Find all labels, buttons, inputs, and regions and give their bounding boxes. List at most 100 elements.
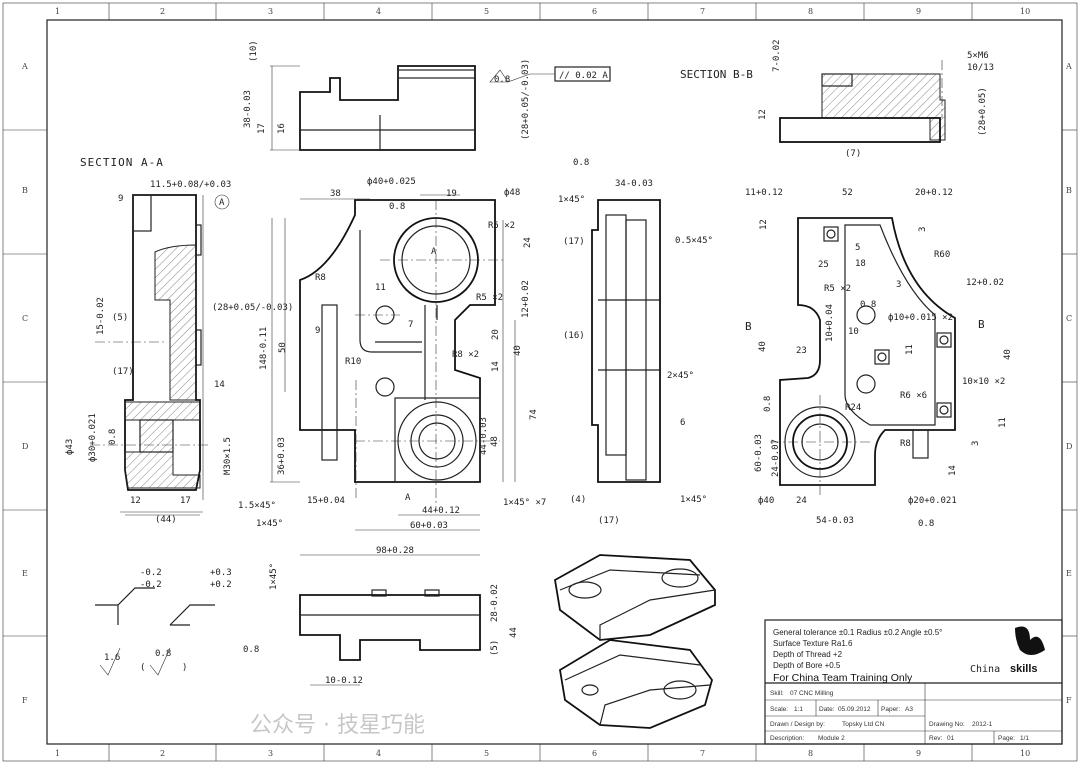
svg-text:F: F (22, 696, 28, 705)
date-value: 05.09.2012 (838, 706, 871, 713)
section-b-b-view: SECTION B-B 7-0.02 5×M6 10/13 12 (28+0.0… (680, 39, 994, 159)
geometric-tolerance-text: // 0.02 A (559, 71, 608, 81)
legend-symbols: -0.2 -0.2 +0.3 +0.2 1.6 ( 0.8 ) (95, 568, 232, 676)
svg-text:8: 8 (808, 7, 813, 16)
dim-text: 44+0.12 (422, 506, 460, 516)
dim-text: 38 (330, 189, 341, 199)
svg-text:8: 8 (808, 749, 813, 758)
dim-text: 10 (848, 327, 859, 337)
dim-text: 10+0.04 (825, 304, 835, 342)
svg-text:6: 6 (592, 7, 597, 16)
svg-text:7: 7 (700, 7, 705, 16)
dim-text: 1.5×45° (238, 501, 276, 511)
svg-text:9: 9 (916, 749, 921, 758)
dim-text: (17) (563, 237, 585, 247)
dim-text: 12+0.02 (966, 278, 1004, 288)
isometric-view-top (554, 554, 716, 641)
dim-text: R6 ×6 (900, 391, 927, 401)
note-line: Surface Texture Ra1.6 (773, 639, 853, 648)
dim-text: R8 (900, 439, 911, 449)
svg-text:4: 4 (376, 749, 381, 758)
isometric-view-bottom (559, 639, 713, 729)
dim-text: 11 (375, 283, 386, 293)
dim-text: 40 (1003, 349, 1013, 360)
dim-text: (7) (845, 149, 861, 159)
svg-text:5: 5 (484, 749, 489, 758)
dim-text: (44) (155, 515, 177, 525)
dim-text: 17 (257, 123, 267, 134)
right-view: 11+0.12 52 20+0.12 12 3 5 25 18 R60 3 12… (745, 188, 1013, 529)
drawing-no-value: 2012-1 (972, 721, 993, 728)
dim-text: R60 (934, 250, 950, 260)
dim-text: (28+0.05/-0.03) (521, 59, 531, 140)
section-b-b-title: SECTION B-B (680, 68, 753, 81)
section-marker: A (405, 493, 411, 503)
dim-text: (5) (112, 313, 128, 323)
date-label: Date: (819, 706, 835, 713)
dim-text: 14 (214, 380, 225, 390)
scale-label: Scale: (770, 706, 788, 713)
page-value: 1/1 (1020, 735, 1029, 742)
paren-close: ) (182, 663, 187, 673)
rev-label: Rev: (929, 735, 943, 742)
dim-text: 23 (796, 346, 807, 356)
dim-text: ф40+0.025 (367, 177, 416, 187)
roughness-value: 0.8 (918, 519, 934, 529)
dim-text: 17 (180, 496, 191, 506)
svg-text:D: D (1066, 442, 1072, 451)
roughness-value: 0.8 (494, 75, 510, 85)
dim-text: R10 (345, 357, 361, 367)
dim-text: 18 (855, 259, 866, 269)
page-label: Page: (998, 735, 1015, 742)
tolerance-text: +0.2 (210, 580, 232, 590)
svg-text:4: 4 (376, 7, 381, 16)
dim-text: 60-0.03 (754, 434, 764, 472)
china-skills-logo: China skills (970, 626, 1045, 675)
dim-text: (16) (563, 331, 585, 341)
dim-text: 52 (842, 188, 853, 198)
dim-text: 44 (509, 627, 519, 638)
tolerance-text: +0.3 (210, 568, 232, 578)
tolerance-text: -0.2 (140, 568, 162, 578)
dim-text: 24-0.07 (771, 439, 781, 477)
dim-text: (10) (249, 40, 259, 62)
dim-text: 1×45° (680, 495, 707, 505)
svg-text:3: 3 (268, 749, 273, 758)
dim-text: 9 (315, 326, 320, 336)
bottom-view: 1×45° 0.8 (5) 28-0.02 44 10-0.12 (243, 563, 519, 686)
dim-text: R8 (315, 273, 326, 283)
front-view: ф40+0.025 0.8 38 19 ф48 R5 ×2 R5 ×2 24 1… (256, 177, 546, 556)
section-a-a-view: SECTION A-A 9 11.5+0.08/+0.03 (5) 15-0.0… (65, 156, 293, 525)
roughness-value: 0.8 (573, 158, 589, 168)
dim-text: 20+0.12 (915, 188, 953, 198)
roughness-value: 0.8 (763, 396, 773, 412)
dim-text: 0.5×45° (675, 236, 713, 246)
dim-text: 25 (818, 260, 829, 270)
dim-text: 11.5+0.08/+0.03 (150, 180, 231, 190)
dim-text: ф48 (504, 188, 520, 198)
dim-text: ф30+0.021 (88, 413, 98, 462)
dim-text: R5 ×2 (824, 284, 851, 294)
dim-text: ф40 (758, 496, 774, 506)
dim-text: ф43 (65, 439, 75, 455)
datum-label: A (219, 198, 225, 208)
top-view: 38-0.03 (10) 17 16 0.8 (28+0.05/-0.03) /… (243, 40, 611, 151)
dim-text: 12 (758, 109, 768, 120)
svg-text:D: D (22, 442, 28, 451)
svg-text:10: 10 (1020, 749, 1030, 758)
logo-text-skills: skills (1010, 663, 1038, 675)
svg-text:10: 10 (1020, 7, 1030, 16)
section-marker-b-right: B (978, 318, 986, 331)
svg-text:9: 9 (916, 7, 921, 16)
svg-text:6: 6 (592, 749, 597, 758)
geometric-tolerance-frame (554, 66, 611, 82)
description-value: Module 2 (818, 735, 845, 742)
note-line: Depth of Thread +2 (773, 650, 843, 659)
dim-text: M30×1.5 (223, 437, 233, 475)
dim-text: 15+0.04 (307, 496, 345, 506)
dim-text: 98+0.28 (376, 546, 414, 556)
dim-text: 11+0.12 (745, 188, 783, 198)
svg-text:3: 3 (268, 7, 273, 16)
description-label: Description: (770, 735, 805, 742)
